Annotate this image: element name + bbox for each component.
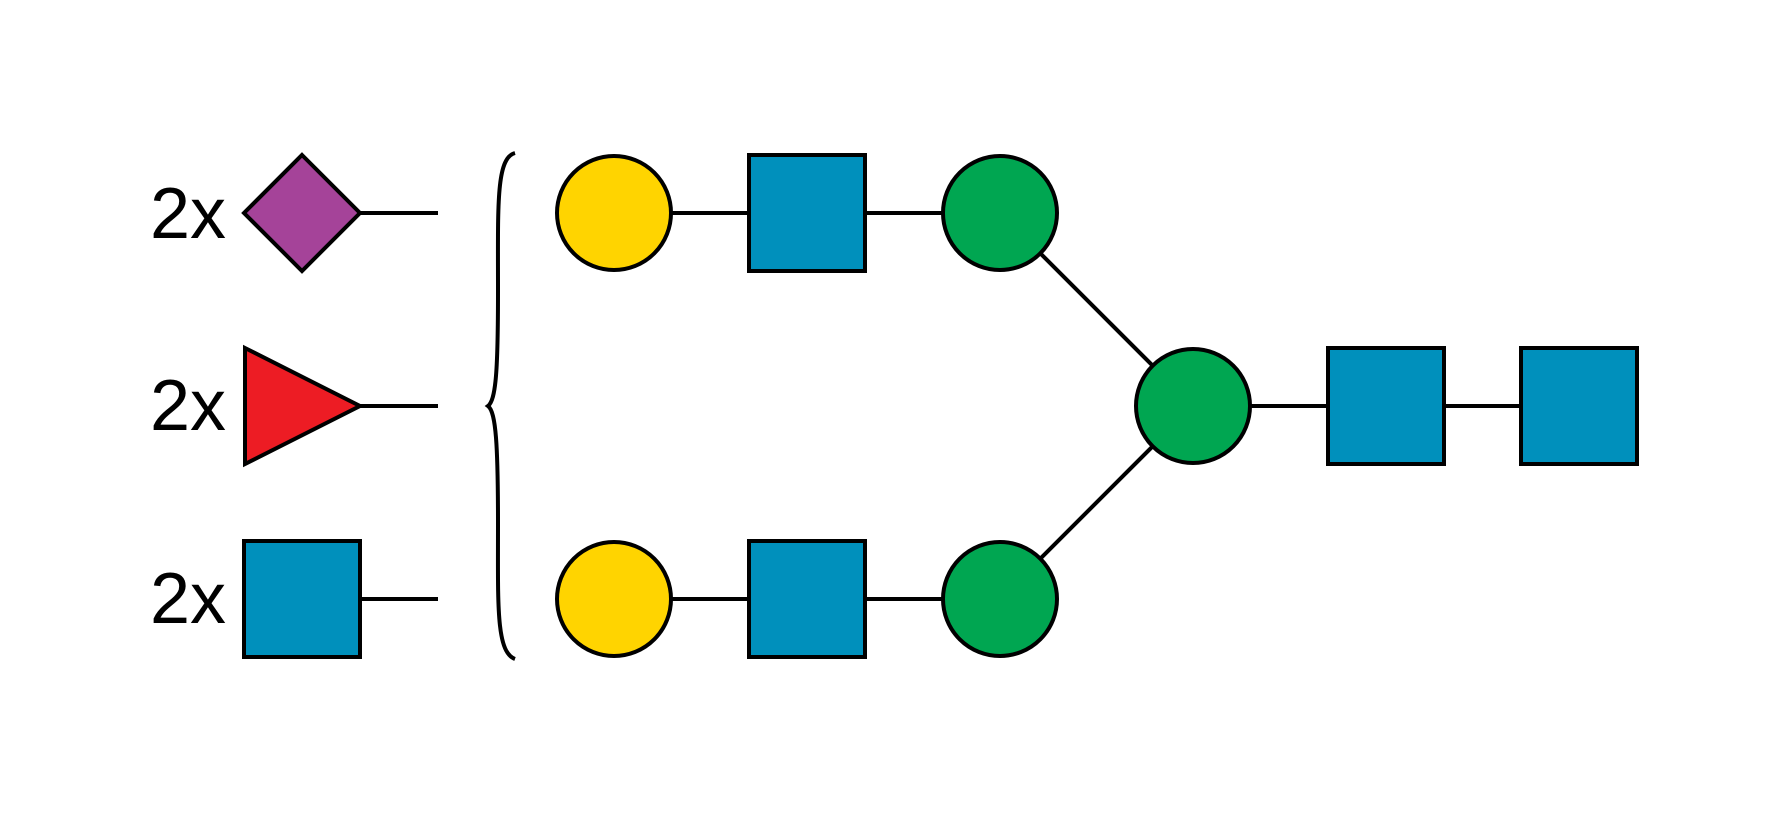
galactose-circle-icon	[555, 540, 673, 658]
glcnac-square-icon	[747, 539, 867, 659]
fucose-triangle-icon	[243, 344, 365, 468]
mannose-circle-icon	[941, 540, 1059, 658]
glcnac-square-icon	[1326, 346, 1446, 466]
glcnac-square-icon	[242, 539, 362, 659]
antenna-brace	[484, 151, 516, 661]
legend-count-fucose: 2x	[150, 366, 226, 446]
glcnac-square-icon	[1519, 346, 1639, 466]
galactose-circle-icon	[555, 154, 673, 272]
legend-count-glcnac: 2x	[150, 559, 226, 639]
neuac-diamond-icon	[241, 152, 363, 274]
mannose-circle-icon	[941, 154, 1059, 272]
legend-count-neuac: 2x	[150, 174, 226, 254]
mannose-circle-icon	[1134, 347, 1252, 465]
glcnac-square-icon	[747, 153, 867, 273]
